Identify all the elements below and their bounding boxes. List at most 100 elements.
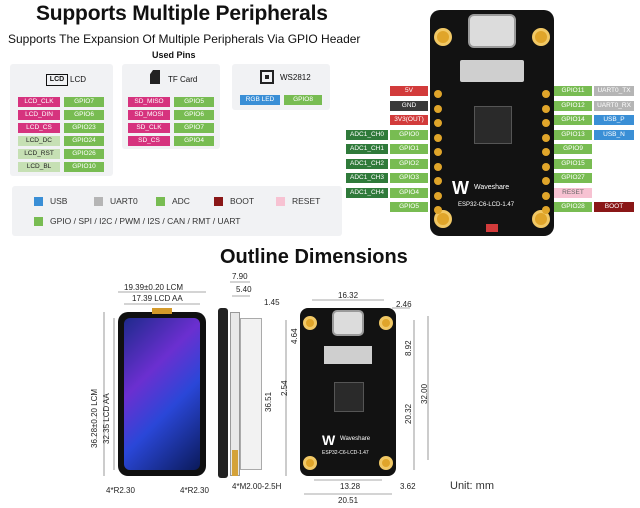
tf-slot <box>460 60 524 82</box>
lcd-pin-name: LCD_CS <box>18 123 60 133</box>
waveshare-logo-icon: W <box>452 178 469 198</box>
lcd-front-view <box>118 308 206 476</box>
left-pin-label: GND <box>390 100 428 111</box>
tf-pin-name: SD_MISO <box>128 97 170 107</box>
header-pad <box>434 162 442 171</box>
chip-icon <box>260 70 274 84</box>
dim-2032: 20.32 <box>404 403 413 424</box>
tf-pin-name: SD_CS <box>128 136 170 146</box>
dim-holes: 4*M2.00-2.5H <box>232 482 282 491</box>
legend-gpio-swatch <box>34 217 43 226</box>
header-pad <box>542 162 550 171</box>
pcb-hole-br <box>379 456 393 470</box>
side-view <box>212 308 268 480</box>
left-pin-label: GPIO0 <box>390 129 428 140</box>
pcb-back-view: W Waveshare ESP32-C6-LCD-1.47 <box>300 308 396 476</box>
lcd-pin-name: LCD_CLK <box>18 97 60 107</box>
used-pins-label: Used Pins <box>152 50 196 60</box>
dim-246: 2.46 <box>396 300 412 309</box>
board-model: ESP32-C6-LCD-1.47 <box>458 202 515 208</box>
mount-hole-bl <box>434 210 452 228</box>
dim-1632: 16.32 <box>338 291 359 300</box>
dim-362: 3.62 <box>400 482 416 491</box>
dim-464: 4.64 <box>290 328 299 344</box>
page-subtitle: Supports The Expansion Of Multiple Perip… <box>8 32 361 46</box>
pcb-hole-bl <box>303 456 317 470</box>
legend-gpio: GPIO / SPI / I2C / PWM / I2S / CAN / RMT… <box>50 216 241 226</box>
left-pin-label: GPIO3 <box>390 173 428 183</box>
boot-button <box>486 224 498 232</box>
header-pad <box>542 177 550 185</box>
dim-aa-width: 17.39 LCD AA <box>132 294 183 303</box>
left-pin-adc: ADC1_CH3 <box>346 173 388 183</box>
tf-pin-gpio: GPIO6 <box>174 110 214 120</box>
tf-pin-name: SD_CLK <box>128 123 170 133</box>
lcd-pin-gpio: GPIO6 <box>64 110 104 120</box>
tf-pin-gpio: GPIO4 <box>174 136 214 146</box>
dim-lcm-width: 19.39±0.20 LCM <box>124 283 184 292</box>
lcd-pin-gpio: GPIO10 <box>64 162 104 172</box>
right-pin-extra: USB_P <box>594 115 634 125</box>
tf-card-icon <box>150 70 160 84</box>
tf-pin-gpio: GPIO7 <box>174 123 214 133</box>
legend-uart: UART0 <box>110 196 138 206</box>
right-pin-label: GPIO12 <box>554 100 592 111</box>
header-pad <box>542 191 550 200</box>
dim-2051: 20.51 <box>338 496 359 505</box>
lcd-fpc <box>152 308 172 314</box>
left-pin-label: 3V3(OUT) <box>390 115 428 125</box>
right-pin-label: GPIO14 <box>554 115 592 125</box>
lcd-pin-name: LCD_DC <box>18 136 60 146</box>
dim-892: 8.92 <box>404 340 413 356</box>
dim-lcm-height: 36.28±0.20 LCM <box>90 388 99 448</box>
mount-hole-tr <box>532 28 550 46</box>
header-pad <box>434 206 442 214</box>
lcd-pin-name: LCD_RST <box>18 149 60 159</box>
lcd-pin-gpio: GPIO7 <box>64 97 104 107</box>
right-pin-extra: USB_N <box>594 129 634 140</box>
legend-usb-swatch <box>34 197 43 206</box>
dim-1328: 13.28 <box>340 482 361 491</box>
pcb-logo-icon: W <box>322 432 336 448</box>
left-pin-adc: ADC1_CH0 <box>346 129 388 140</box>
board-brand: Waveshare <box>474 184 510 191</box>
header-pad <box>542 119 550 127</box>
legend-adc: ADC <box>172 196 190 206</box>
header-pad <box>542 148 550 156</box>
rgb-led-gpio: GPIO8 <box>284 95 322 105</box>
dim-540: 5.40 <box>236 285 252 294</box>
dim-254: 2.54 <box>280 380 289 396</box>
lcd-name: LCD <box>70 75 87 84</box>
legend-boot-swatch <box>214 197 223 206</box>
tf-pin-name: SD_MOSI <box>128 110 170 120</box>
dim-3200: 32.00 <box>420 383 429 404</box>
ws2812-pin-box: WS2812 RGB LED GPIO8 <box>232 64 330 110</box>
unit-label: Unit: mm <box>450 480 494 492</box>
dim-790: 7.90 <box>232 272 248 281</box>
outline-title: Outline Dimensions <box>220 246 408 268</box>
side-header-layer <box>240 318 262 470</box>
right-pin-extra: UART0_RX <box>594 100 634 111</box>
tf-name: TF Card <box>168 75 198 84</box>
right-pin-extra: BOOT <box>594 202 634 212</box>
pcb-hole-tr <box>379 316 393 330</box>
tf-pin-gpio: GPIO5 <box>174 97 214 107</box>
right-pin-label: GPIO9 <box>554 144 592 154</box>
legend-uart-swatch <box>94 197 103 206</box>
header-pad <box>434 90 442 98</box>
legend-box: USB UART0 ADC BOOT RESET GPIO / SPI / I2… <box>12 186 342 236</box>
header-pad <box>542 206 550 214</box>
header-pad <box>434 104 442 113</box>
lcd-pin-name: LCD_BL <box>18 162 60 172</box>
pcb-chip <box>334 382 364 412</box>
right-pin-label: GPIO27 <box>554 173 592 183</box>
esp32-chip <box>474 106 512 144</box>
legend-reset: RESET <box>292 196 321 206</box>
left-pin-adc: ADC1_CH1 <box>346 144 388 154</box>
right-pin-label: GPIO28 <box>554 202 592 212</box>
header-pad <box>542 90 550 98</box>
left-pin-label: GPIO5 <box>390 202 428 212</box>
ws2812-name: WS2812 <box>280 73 311 82</box>
